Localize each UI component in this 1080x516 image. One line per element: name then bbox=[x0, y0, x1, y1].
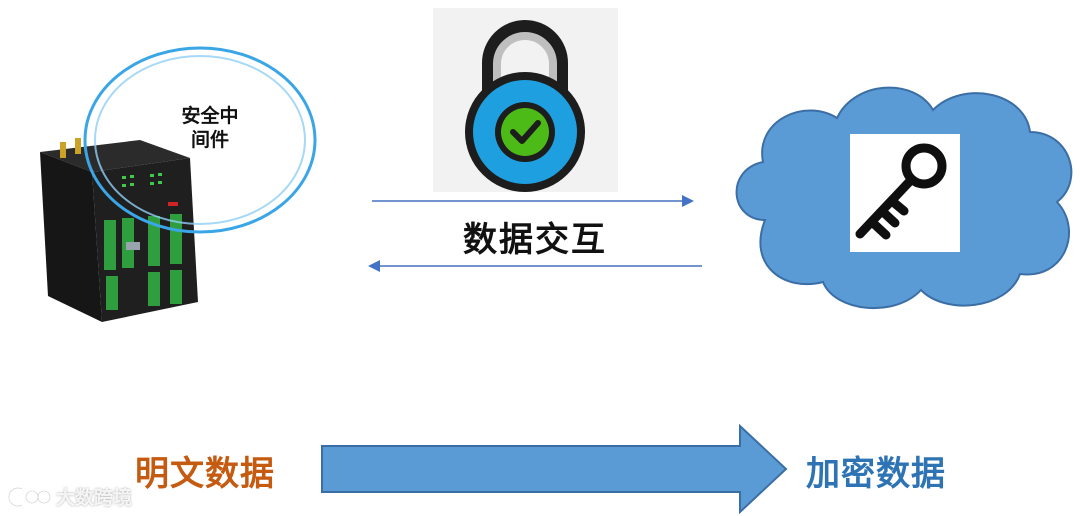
middleware-label-line2: 间件 bbox=[160, 128, 260, 152]
flow-arrow-icon bbox=[320, 424, 790, 514]
watermark-brand: 大数跨境 bbox=[56, 483, 132, 510]
middleware-label-line1: 安全中 bbox=[160, 104, 260, 128]
key-panel bbox=[850, 134, 960, 252]
arrow-right-icon bbox=[372, 195, 694, 207]
exchange-label: 数据交互 bbox=[440, 212, 630, 261]
watermark-logo-icon bbox=[8, 485, 52, 509]
arrow-left-icon bbox=[368, 260, 702, 272]
lock-icon bbox=[433, 8, 618, 192]
key-icon bbox=[850, 134, 960, 252]
plaintext-label: 明文数据 bbox=[135, 446, 275, 495]
ciphertext-label: 加密数据 bbox=[806, 446, 946, 495]
lock-panel bbox=[433, 8, 618, 192]
middleware-label: 安全中 间件 bbox=[160, 104, 260, 152]
watermark: 大数跨境 bbox=[8, 483, 132, 510]
